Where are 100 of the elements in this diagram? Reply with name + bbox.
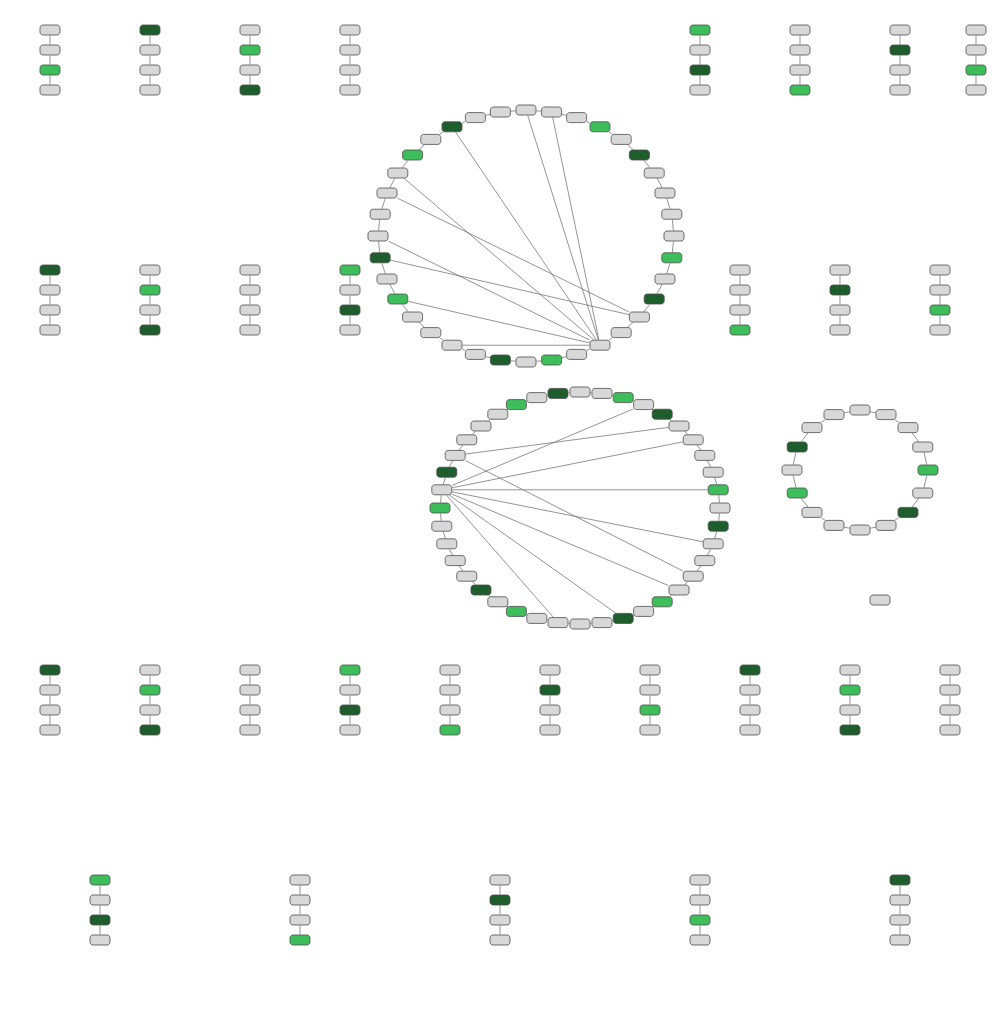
gene-box <box>781 464 803 476</box>
gene-box <box>801 507 823 518</box>
gene-box <box>729 284 751 296</box>
gene-box <box>444 450 466 461</box>
gene-box <box>965 64 987 76</box>
interaction-line <box>739 315 741 325</box>
interaction-line <box>799 35 801 45</box>
gene-box <box>39 304 61 316</box>
gene-box <box>376 187 398 199</box>
gene-box <box>654 273 676 285</box>
gene-box <box>402 149 423 161</box>
interaction-line <box>949 675 951 685</box>
gene-box <box>339 704 361 716</box>
gene-box <box>539 704 561 716</box>
interaction-line <box>449 548 453 556</box>
interaction-line <box>485 356 491 359</box>
gene-box <box>470 584 492 596</box>
interaction-line <box>696 444 702 451</box>
gene-box <box>839 724 861 736</box>
gene-box <box>682 434 704 446</box>
interaction-line <box>844 526 850 529</box>
gene-box <box>689 874 711 886</box>
gene-box <box>489 914 511 926</box>
gene-box <box>439 724 461 736</box>
gene-box <box>566 112 587 123</box>
gene-box <box>849 524 871 536</box>
interaction-line <box>666 198 671 210</box>
gene-box <box>339 44 361 56</box>
gene-box <box>643 293 665 305</box>
interaction-line <box>714 531 717 539</box>
interaction-line <box>939 295 941 305</box>
gene-box <box>39 44 61 56</box>
interaction-line <box>699 55 701 65</box>
gene-box <box>489 894 511 906</box>
gene-box <box>431 520 453 532</box>
gene-box <box>139 264 161 276</box>
gene-box <box>487 596 509 608</box>
interaction-line <box>911 432 919 442</box>
interaction-line <box>849 675 851 685</box>
gene-box <box>339 684 361 696</box>
interaction-line <box>449 675 451 685</box>
interaction-line <box>49 295 51 305</box>
interaction-line <box>99 905 101 915</box>
interaction-line <box>923 452 928 465</box>
gene-box <box>739 724 761 736</box>
interaction-line <box>449 494 616 614</box>
gene-box <box>707 484 729 496</box>
gene-box <box>739 704 761 716</box>
interaction-line <box>894 419 900 423</box>
interaction-line <box>349 275 351 285</box>
interaction-line <box>666 262 671 274</box>
gene-box <box>239 64 261 76</box>
interaction-line <box>458 444 464 451</box>
interaction-line <box>975 35 977 45</box>
gene-box <box>489 874 511 886</box>
interaction-line <box>870 526 876 529</box>
interaction-line <box>249 275 251 285</box>
gene-box <box>456 570 478 582</box>
gene-box <box>889 934 911 946</box>
gene-box <box>489 934 511 946</box>
gene-box <box>929 304 951 316</box>
gene-box <box>610 327 632 338</box>
gene-box <box>239 284 261 296</box>
gene-box <box>729 324 751 336</box>
gene-box <box>939 704 961 716</box>
interaction-line <box>949 715 951 725</box>
interaction-line <box>397 197 630 313</box>
interaction-line <box>299 905 301 915</box>
interaction-line <box>699 925 701 935</box>
interaction-line <box>442 531 446 539</box>
interaction-line <box>249 715 251 725</box>
gene-box <box>789 84 811 96</box>
interaction-line <box>499 905 501 915</box>
gene-box <box>839 684 861 696</box>
gene-box <box>839 664 861 676</box>
interaction-line <box>510 110 516 112</box>
interaction-line <box>149 315 151 325</box>
interaction-line <box>451 489 709 491</box>
interaction-line <box>499 925 501 935</box>
gene-box <box>801 422 823 433</box>
gene-box <box>239 24 261 36</box>
interaction-line <box>458 565 464 572</box>
interaction-line <box>349 35 351 45</box>
gene-box <box>965 44 987 56</box>
gene-box <box>402 311 423 323</box>
gene-box <box>965 84 987 96</box>
interaction-line <box>527 115 599 341</box>
interaction-line <box>899 75 901 85</box>
gene-box <box>789 24 811 36</box>
gene-box <box>651 408 673 420</box>
gene-box <box>539 684 561 696</box>
gene-box <box>566 349 587 360</box>
interaction-line <box>446 494 554 618</box>
gene-box <box>823 520 845 531</box>
interaction-line <box>894 517 900 521</box>
gene-box <box>739 664 761 676</box>
interaction-line <box>923 475 928 488</box>
gene-box <box>526 613 548 624</box>
interaction-line <box>407 301 590 344</box>
gene-box <box>239 724 261 736</box>
